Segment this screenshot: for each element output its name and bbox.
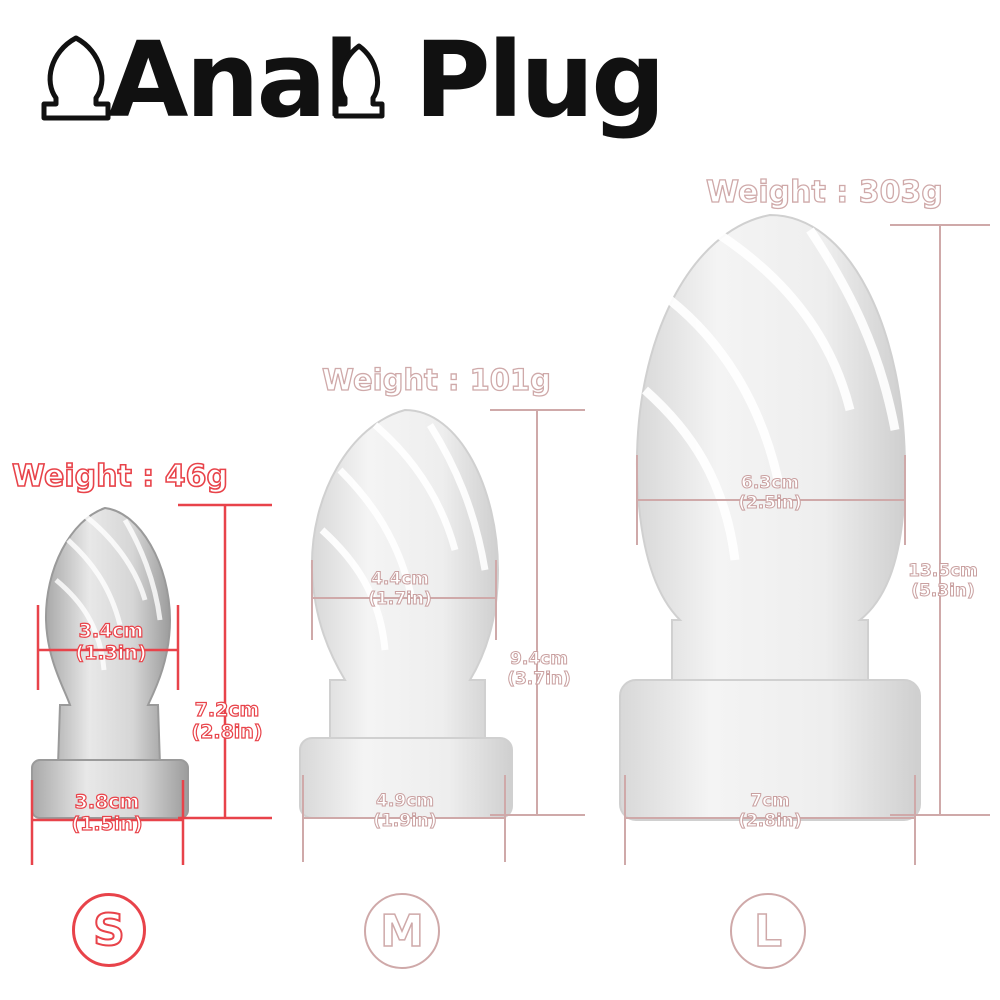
large-bulb-width-cm: 6.3cm <box>741 473 800 493</box>
small-base-width-cm: 3.8cm <box>74 791 140 814</box>
large-bulb-width: 6.3cm (2.5in) <box>715 473 825 513</box>
plug-small-image <box>31 506 189 819</box>
small-dimension-lines <box>30 503 272 865</box>
small-length-in: (2.8in) <box>191 720 263 743</box>
plug-medium-image <box>299 408 513 819</box>
small-base-width: 3.8cm (1.5in) <box>52 791 162 836</box>
size-badge-medium-label: M <box>379 905 424 958</box>
title-word-plug: Plug <box>414 19 665 141</box>
medium-length-in: (3.7in) <box>507 668 572 689</box>
size-badge-medium: M <box>364 893 440 969</box>
small-bulb-width-cm: 3.4cm <box>78 620 144 643</box>
plug-outline-icon-small <box>333 43 385 119</box>
medium-bulb-width-in: (1.7in) <box>368 588 433 609</box>
title-word-anal: Anal <box>108 19 359 141</box>
size-badge-large-label: L <box>753 905 783 958</box>
small-bulb-width: 3.4cm (1.3in) <box>56 620 166 665</box>
weight-label-small: Weight : 46g <box>11 459 229 494</box>
large-base-width-in: (2.8in) <box>738 810 803 831</box>
medium-dimension-lines <box>302 409 585 862</box>
large-length: 13.5cm (5.3in) <box>890 561 996 601</box>
medium-length: 9.4cm (3.7in) <box>484 649 594 689</box>
small-length-cm: 7.2cm <box>194 699 260 722</box>
plug-large-image <box>619 213 921 821</box>
small-length: 7.2cm (2.8in) <box>172 699 282 744</box>
large-base-width-cm: 7cm <box>750 791 791 811</box>
size-badge-small-label: S <box>92 904 126 957</box>
medium-base-width-in: (1.9in) <box>373 810 438 831</box>
size-badge-large: L <box>730 893 806 969</box>
large-length-in: (5.3in) <box>911 580 976 601</box>
medium-base-width: 4.9cm (1.9in) <box>350 791 460 831</box>
large-bulb-width-in: (2.5in) <box>738 492 803 513</box>
small-base-width-in: (1.5in) <box>71 812 143 835</box>
large-length-cm: 13.5cm <box>908 561 979 581</box>
plug-outline-icon <box>41 35 111 121</box>
medium-bulb-width-cm: 4.4cm <box>371 569 430 589</box>
medium-base-width-cm: 4.9cm <box>376 791 435 811</box>
medium-length-cm: 9.4cm <box>510 649 569 669</box>
large-dimension-lines <box>624 224 990 865</box>
small-bulb-width-in: (1.3in) <box>75 641 147 664</box>
size-badge-small: S <box>72 893 146 967</box>
medium-bulb-width: 4.4cm (1.7in) <box>345 569 455 609</box>
large-base-width: 7cm (2.8in) <box>715 791 825 831</box>
weight-label-medium: Weight : 101g <box>321 363 551 397</box>
weight-label-large: Weight : 303g <box>705 175 943 210</box>
